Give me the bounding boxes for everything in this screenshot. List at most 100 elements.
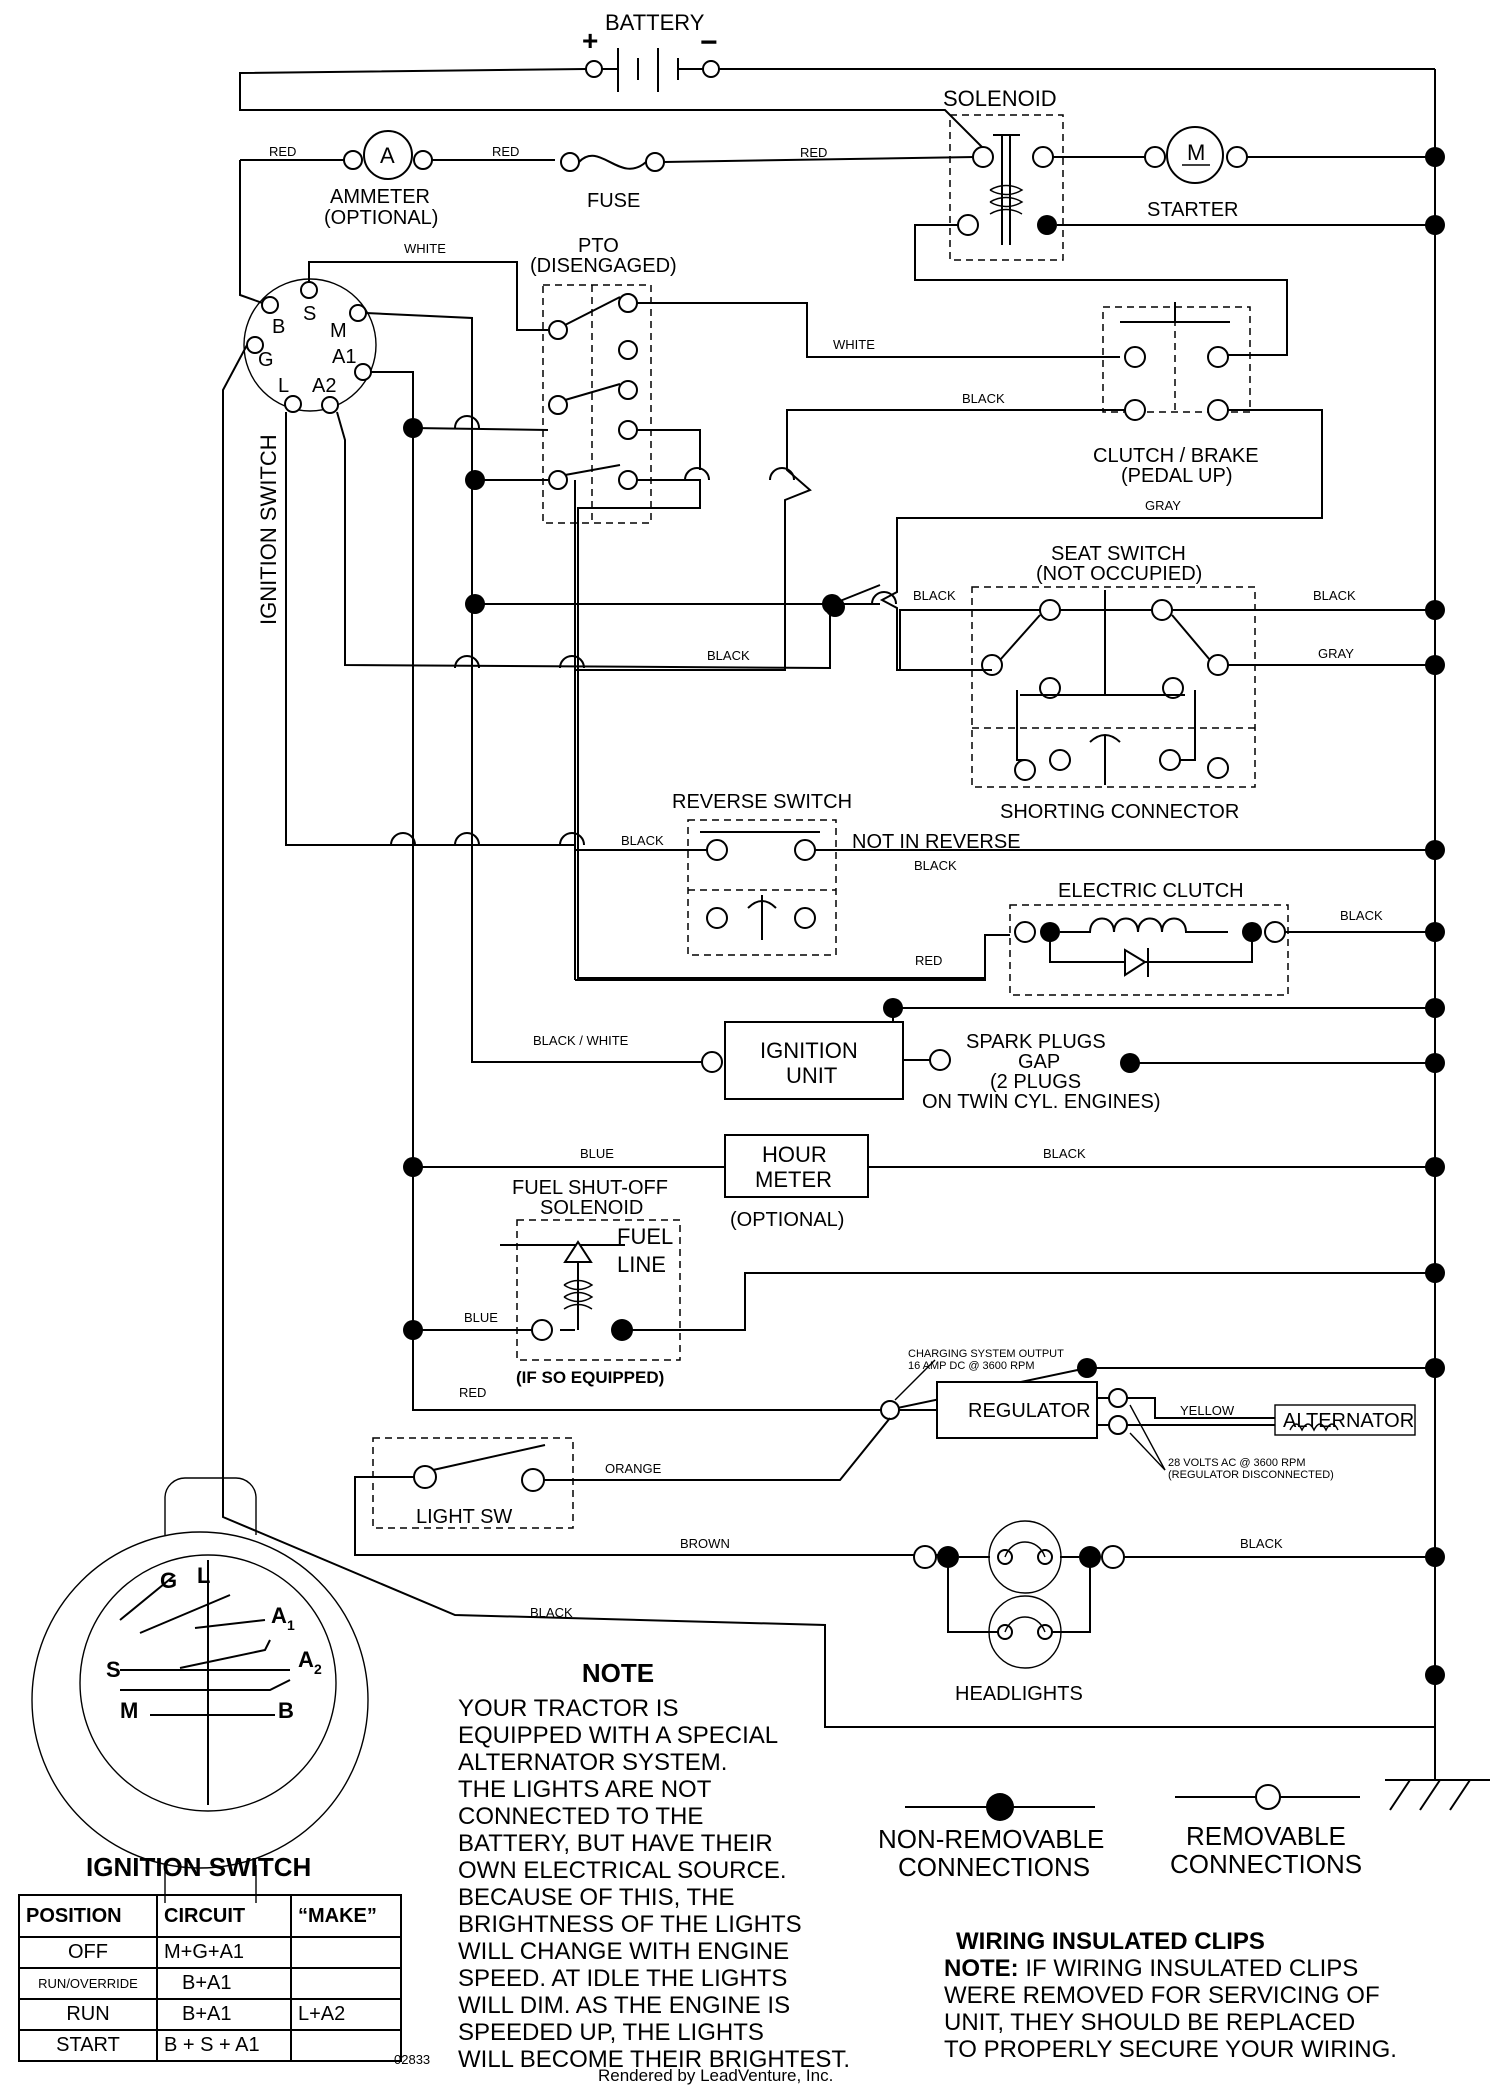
wire-label-brown: BROWN (680, 1536, 730, 1551)
starter-label: STARTER (1147, 199, 1239, 221)
charging-output-label: CHARGING SYSTEM OUTPUT (908, 1348, 1064, 1360)
spark-gap-label: GAP (1018, 1051, 1060, 1073)
non-removable-label: NON-REMOVABLE (878, 1824, 1104, 1854)
wire-label-red: RED (492, 144, 519, 159)
light-switch-box (372, 1437, 574, 1529)
diode-icon (1124, 948, 1147, 977)
solenoid-label: SOLENOID (943, 86, 1057, 111)
terminal-a2-label: A2 (312, 375, 336, 397)
fuse-icon (578, 154, 647, 170)
note-line: EQUIPPED WITH A SPECIAL (458, 1722, 779, 1749)
regulator-label: REGULATOR (968, 1400, 1091, 1422)
starter-motor-icon (1166, 126, 1224, 184)
terminal-s-label: S (303, 303, 316, 325)
wire-label-black: BLACK (1313, 588, 1356, 603)
header-circuit: CIRCUIT (156, 1894, 292, 1938)
table-row: START B + S + A1 (18, 2029, 402, 2062)
charging-amps-label: 16 AMP DC @ 3600 RPM (908, 1360, 1035, 1372)
face-l-label: L (197, 1563, 210, 1588)
clips-line-4: TO PROPERLY SECURE YOUR WIRING. (944, 2036, 1397, 2063)
reverse-switch-box (687, 819, 837, 956)
note-line: SPEED. AT IDLE THE LIGHTS (458, 1965, 788, 1992)
rendered-by-label: Rendered by LeadVenture, Inc. (598, 2066, 833, 2085)
row-position: OFF (18, 1936, 158, 1969)
face-m-label: M (120, 1698, 138, 1723)
solenoid-box (949, 114, 1064, 261)
wire-label-black: BLACK (1340, 908, 1383, 923)
electric-clutch-coil-icon (1060, 917, 1228, 933)
row-position: RUN (18, 1998, 158, 2031)
terminal-b-label: B (272, 316, 285, 338)
fuel-solenoid-coil-icon (563, 1279, 594, 1310)
fuse-label: FUSE (587, 190, 640, 212)
spark-plugs-label: SPARK PLUGS (966, 1031, 1106, 1053)
electric-clutch-label: ELECTRIC CLUTCH (1058, 880, 1244, 902)
ammeter-icon (363, 130, 413, 180)
fuel-shutoff-label: FUEL SHUT-OFF (512, 1177, 668, 1199)
fuel-line-label-2: LINE (617, 1252, 666, 1277)
header-make: “MAKE” (290, 1894, 402, 1938)
spark-plug-terminal (929, 1049, 951, 1071)
pto-label: PTO (578, 235, 619, 257)
fuel-arrow-icon (563, 1240, 593, 1263)
ground-icon (1385, 1779, 1490, 1811)
alternator-box (1274, 1404, 1416, 1436)
regulator-disconnected-label: (REGULATOR DISCONNECTED) (1168, 1469, 1334, 1481)
wire-label-black: BLACK (1043, 1146, 1086, 1161)
face-b-label: B (278, 1698, 294, 1723)
wire-label-black: BLACK (707, 648, 750, 663)
face-g-label: G (160, 1568, 177, 1593)
terminal-l-label: L (278, 375, 289, 397)
battery-plus-icon: + (582, 25, 598, 56)
clips-line-2: WERE REMOVED FOR SERVICING OF (944, 1982, 1380, 2009)
terminal-m-label: M (330, 320, 347, 342)
ignition-unit-label-1: IGNITION (760, 1038, 858, 1063)
wire-label-red: RED (915, 953, 942, 968)
wire-label-white: WHITE (833, 337, 875, 352)
clips-line: NOTE: IF WIRING INSULATED CLIPS (944, 1955, 1484, 1982)
note-line: BECAUSE OF THIS, THE (458, 1884, 735, 1911)
row-circuit: M+G+A1 (156, 1936, 292, 1969)
note-title: NOTE (581, 1658, 655, 1688)
table-row: OFF M+G+A1 (18, 1936, 402, 1969)
alternator-coil-icon (1289, 1423, 1339, 1432)
wire-label-gray: GRAY (1318, 646, 1354, 661)
ignition-switch-title: IGNITION SWITCH (86, 1852, 311, 1882)
note-line: OWN ELECTRICAL SOURCE. (458, 1857, 787, 1884)
wire-label-red: RED (800, 145, 827, 160)
row-circuit: B + S + A1 (156, 2029, 292, 2062)
wire-label-black: BLACK (914, 858, 957, 873)
wire-label-red: RED (269, 144, 296, 159)
table-row: RUN B+A1 L+A2 (18, 1998, 402, 2031)
face-a1-label: A (271, 1603, 287, 1628)
pto-switch-box (542, 284, 652, 524)
table-header-row: POSITION CIRCUIT “MAKE” (18, 1894, 402, 1938)
wire-label-orange: ORANGE (605, 1461, 662, 1476)
hour-meter-label-1: HOUR (762, 1142, 827, 1167)
battery-positive-wire (239, 68, 991, 156)
clutch-brake-label: CLUTCH / BRAKE (1093, 445, 1259, 467)
ammeter-symbol: A (380, 143, 395, 168)
row-extra (290, 1936, 402, 1969)
note-line: BRIGHTNESS OF THE LIGHTS (458, 1911, 802, 1938)
note-line: CONNECTED TO THE (458, 1803, 704, 1830)
removable-circle-icon (1255, 1784, 1281, 1810)
note-block: NOTE YOUR TRACTOR IS EQUIPPED WITH A SPE… (458, 1660, 898, 2074)
note-line: YOUR TRACTOR IS (458, 1695, 679, 1722)
clutch-brake-state-label: (PEDAL UP) (1121, 465, 1233, 487)
note-line: WILL BECOME THEIR BRIGHTEST. (458, 2046, 851, 2073)
battery: BATTERY + − (582, 10, 720, 92)
terminal-g-label: G (258, 349, 274, 371)
diagram-code: 02833 (394, 2052, 430, 2067)
row-position: RUN/OVERRIDE (18, 1967, 158, 2000)
battery-minus-icon: − (700, 26, 718, 59)
wire-label-black: BLACK (530, 1605, 573, 1620)
connection-legend: NON-REMOVABLE CONNECTIONS REMOVABLE CONN… (878, 1784, 1362, 1882)
face-a2-sub-label: 2 (314, 1661, 322, 1677)
pto-state-label: (DISENGAGED) (530, 255, 677, 277)
row-extra (290, 1967, 402, 2000)
row-extra (290, 2029, 402, 2062)
ammeter-label: AMMETER (330, 186, 430, 208)
regulator-box (936, 1381, 1098, 1439)
